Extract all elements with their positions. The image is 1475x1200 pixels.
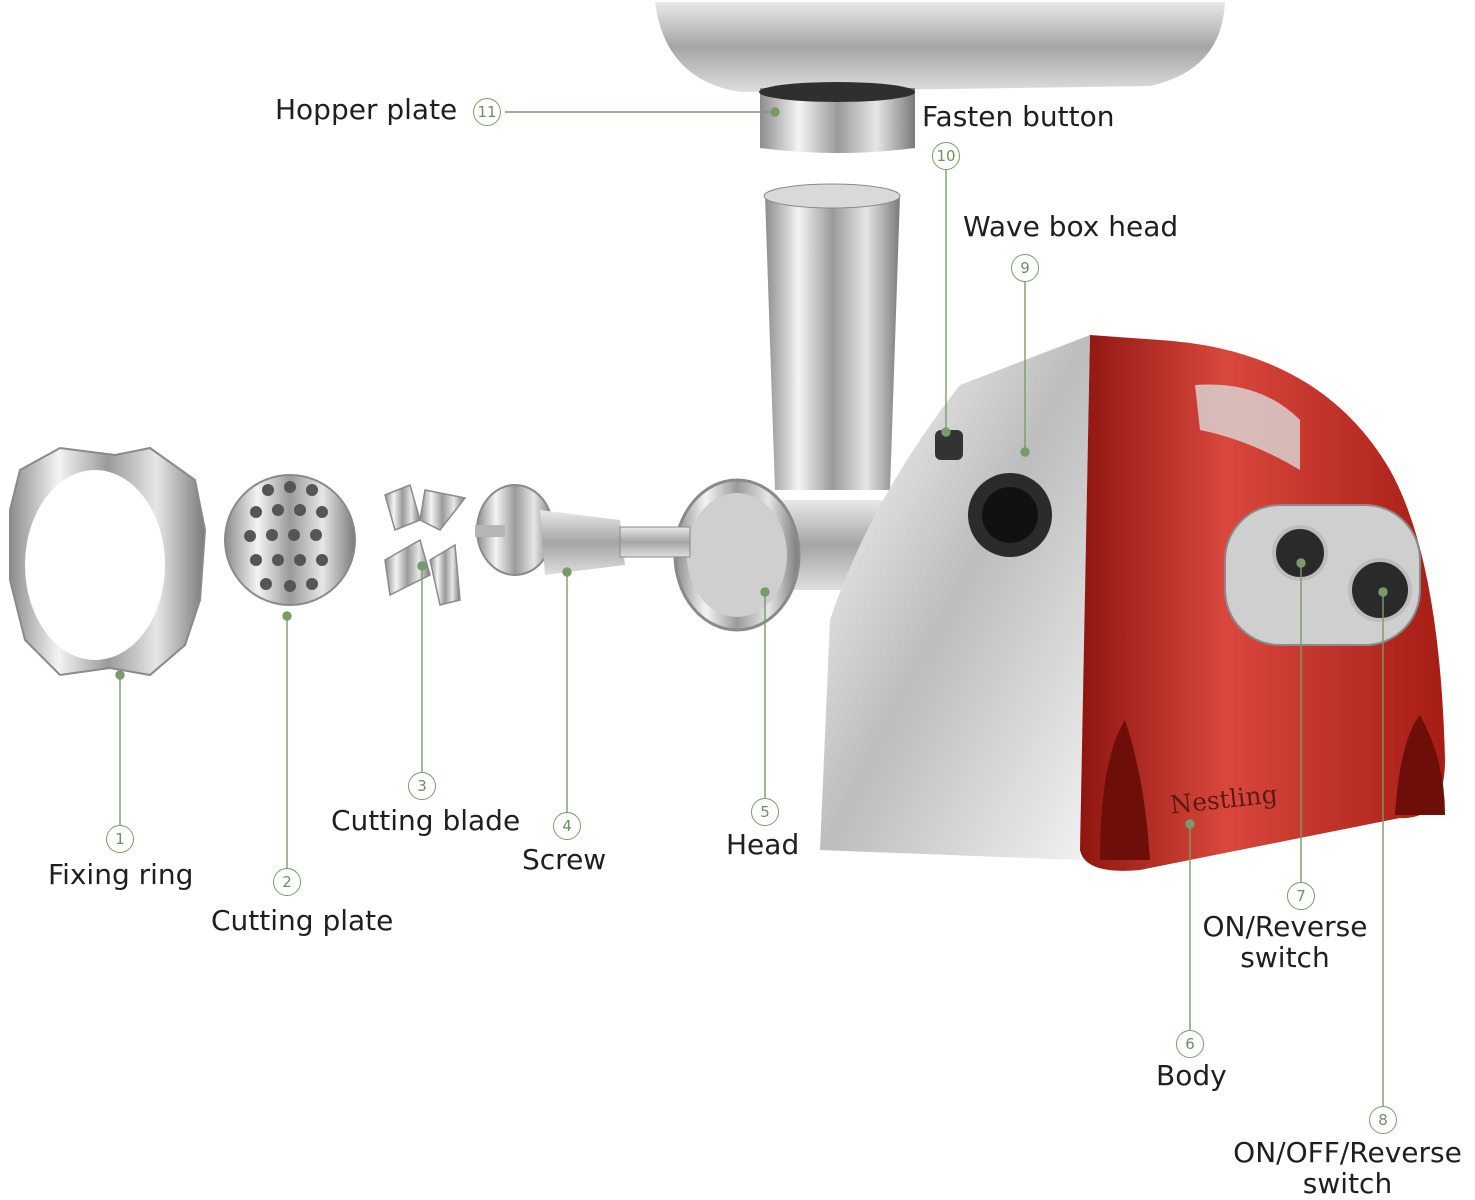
label-cutting-blade: Cutting blade [331,804,521,837]
callout-number-5: 5 [751,798,779,826]
label-on-off-reverse-switch-line2: switch [1302,1166,1393,1200]
callout-number-7: 7 [1287,882,1315,910]
callout-number-6: 6 [1176,1030,1204,1058]
hopper-plate-shape [655,2,1225,153]
fixing-ring-shape [9,446,207,677]
label-on-reverse-switch-line1: ON/Reverse [1202,910,1368,943]
callout-number-1: 1 [106,825,134,853]
body-shape [820,335,1445,871]
callout-number-2: 2 [273,868,301,896]
label-on-reverse-switch: ON/Reverse switch [1195,910,1375,974]
callout-number-11: 11 [473,98,501,126]
callout-number-9: 9 [1011,254,1039,282]
label-on-off-reverse-switch-line1: ON/OFF/Reverse [1233,1136,1462,1169]
callout-number-10: 10 [932,142,960,170]
callout-number-3: 3 [408,772,436,800]
label-wave-box-head: Wave box head [963,210,1179,243]
label-fixing-ring: Fixing ring [48,858,194,891]
callout-number-4: 4 [553,812,581,840]
callout-number-8: 8 [1369,1106,1397,1134]
label-head: Head [726,828,800,861]
screw-shape [475,484,691,576]
label-screw: Screw [522,843,607,876]
label-hopper-plate: Hopper plate [275,93,458,126]
label-body: Body [1156,1059,1227,1092]
cutting-plate-shape [224,474,356,606]
label-cutting-plate: Cutting plate [211,904,394,937]
label-on-reverse-switch-line2: switch [1240,940,1330,974]
label-fasten-button: Fasten button [922,100,1115,133]
cutting-blade-shape [384,483,467,606]
label-on-off-reverse-switch: ON/OFF/Reverse switch [1225,1136,1470,1200]
